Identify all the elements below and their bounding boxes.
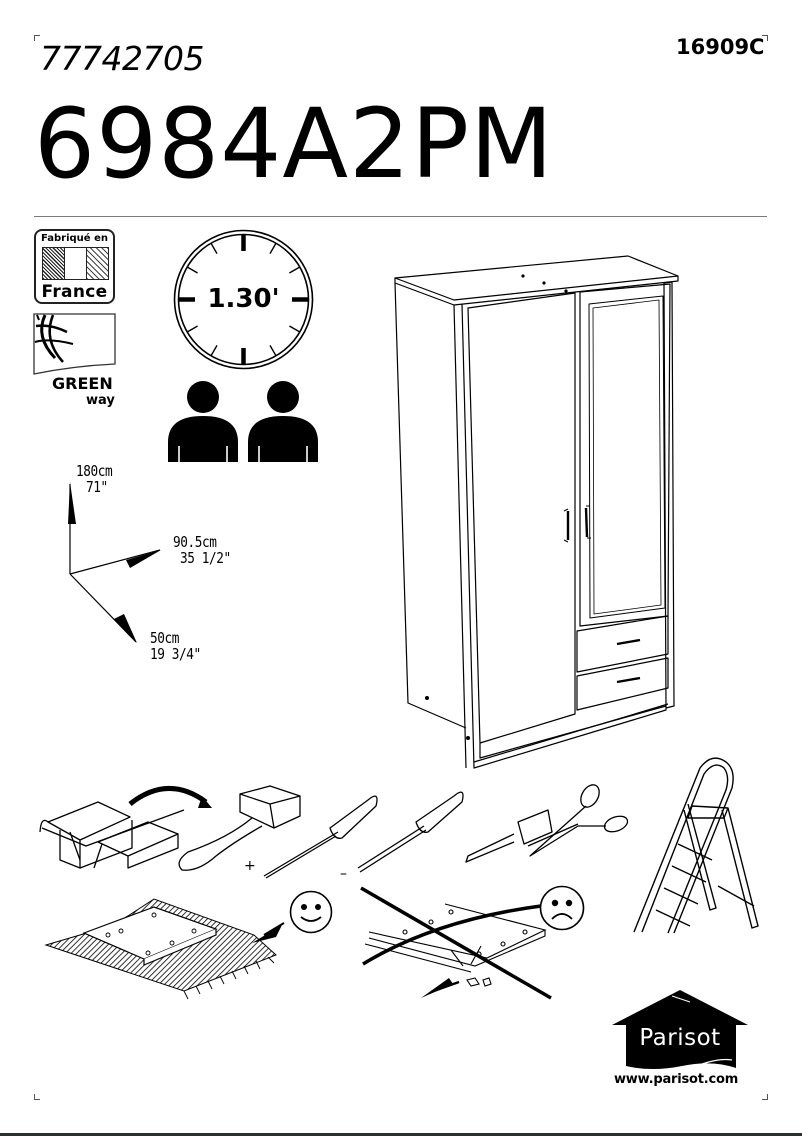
brand-name: Parisot bbox=[639, 1025, 721, 1051]
parisot-logo-icon bbox=[612, 990, 748, 1072]
height-imperial: 71" bbox=[86, 478, 108, 496]
phillips-screwdriver-icon bbox=[263, 795, 378, 879]
green-way-logo-icon bbox=[33, 312, 117, 412]
green-way-title: GREEN bbox=[52, 374, 113, 393]
reference-code: 77742705 bbox=[40, 39, 204, 78]
tools-illustration: + – bbox=[38, 782, 629, 882]
smiley-face-icon bbox=[289, 890, 333, 934]
wardrobe-illustration bbox=[388, 248, 688, 778]
clock-icon bbox=[173, 229, 314, 370]
svg-text:+: + bbox=[244, 858, 256, 874]
made-in-label: Fabriqué en bbox=[41, 233, 108, 244]
header-divider bbox=[34, 216, 767, 217]
width-imperial: 35 1/2" bbox=[180, 549, 231, 567]
width-metric: 90.5cm bbox=[173, 533, 217, 551]
scissors-icon bbox=[527, 784, 629, 857]
height-metric: 180cm bbox=[76, 462, 113, 480]
frown-face-icon bbox=[539, 885, 585, 931]
svg-text:–: – bbox=[340, 866, 347, 882]
bad-surface-illustration bbox=[355, 880, 595, 1005]
two-persons-icon bbox=[165, 380, 321, 462]
brand-website[interactable]: www.parisot.com bbox=[614, 1072, 739, 1087]
tape-measure-icon bbox=[465, 809, 553, 863]
green-way-subtitle: way bbox=[86, 393, 115, 408]
crop-mark-bottom-left bbox=[34, 1094, 40, 1100]
crop-mark-bottom-right bbox=[762, 1094, 768, 1100]
assembly-time: 1.30' bbox=[207, 284, 280, 314]
depth-metric: 50cm bbox=[150, 629, 180, 647]
flathead-screwdriver-icon bbox=[357, 791, 464, 873]
crop-mark-top-left bbox=[34, 35, 40, 41]
good-surface-illustration bbox=[44, 895, 344, 1005]
country-label: France bbox=[41, 282, 108, 302]
footer-bar bbox=[0, 1133, 802, 1136]
french-flag-icon bbox=[42, 247, 109, 280]
step-ladder-icon bbox=[628, 748, 770, 934]
hammer-icon bbox=[178, 785, 301, 871]
document-code: 16909C bbox=[676, 35, 765, 59]
model-number: 6984A2PM bbox=[34, 88, 554, 200]
dimensions-axes-icon bbox=[60, 470, 180, 650]
crop-mark-top-right bbox=[762, 35, 768, 41]
made-in-france-badge: Fabriqué en France bbox=[34, 229, 115, 304]
depth-imperial: 19 3/4" bbox=[150, 645, 201, 663]
toolbox-icon bbox=[39, 801, 185, 869]
